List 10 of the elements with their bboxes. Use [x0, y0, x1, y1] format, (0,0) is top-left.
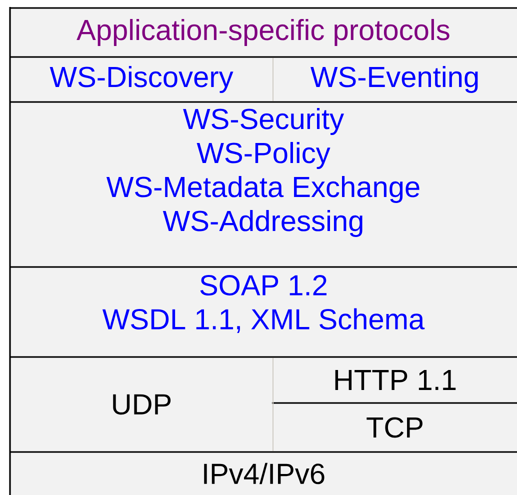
layer-cell: WS-Eventing	[273, 57, 517, 102]
node-label: HTTP 1.1	[335, 370, 456, 390]
node-label: WS-Eventing	[310, 66, 478, 94]
layer-cell: WS-Discovery	[10, 57, 273, 102]
node-label: TCP	[366, 417, 422, 438]
node-label: UDP	[113, 394, 171, 415]
node-label: WS-Discovery	[50, 66, 234, 94]
layer-cell: IPv4/IPv6	[10, 452, 517, 495]
layer-cell: HTTP 1.1	[273, 357, 517, 403]
layer-cell: TCP	[273, 403, 517, 452]
